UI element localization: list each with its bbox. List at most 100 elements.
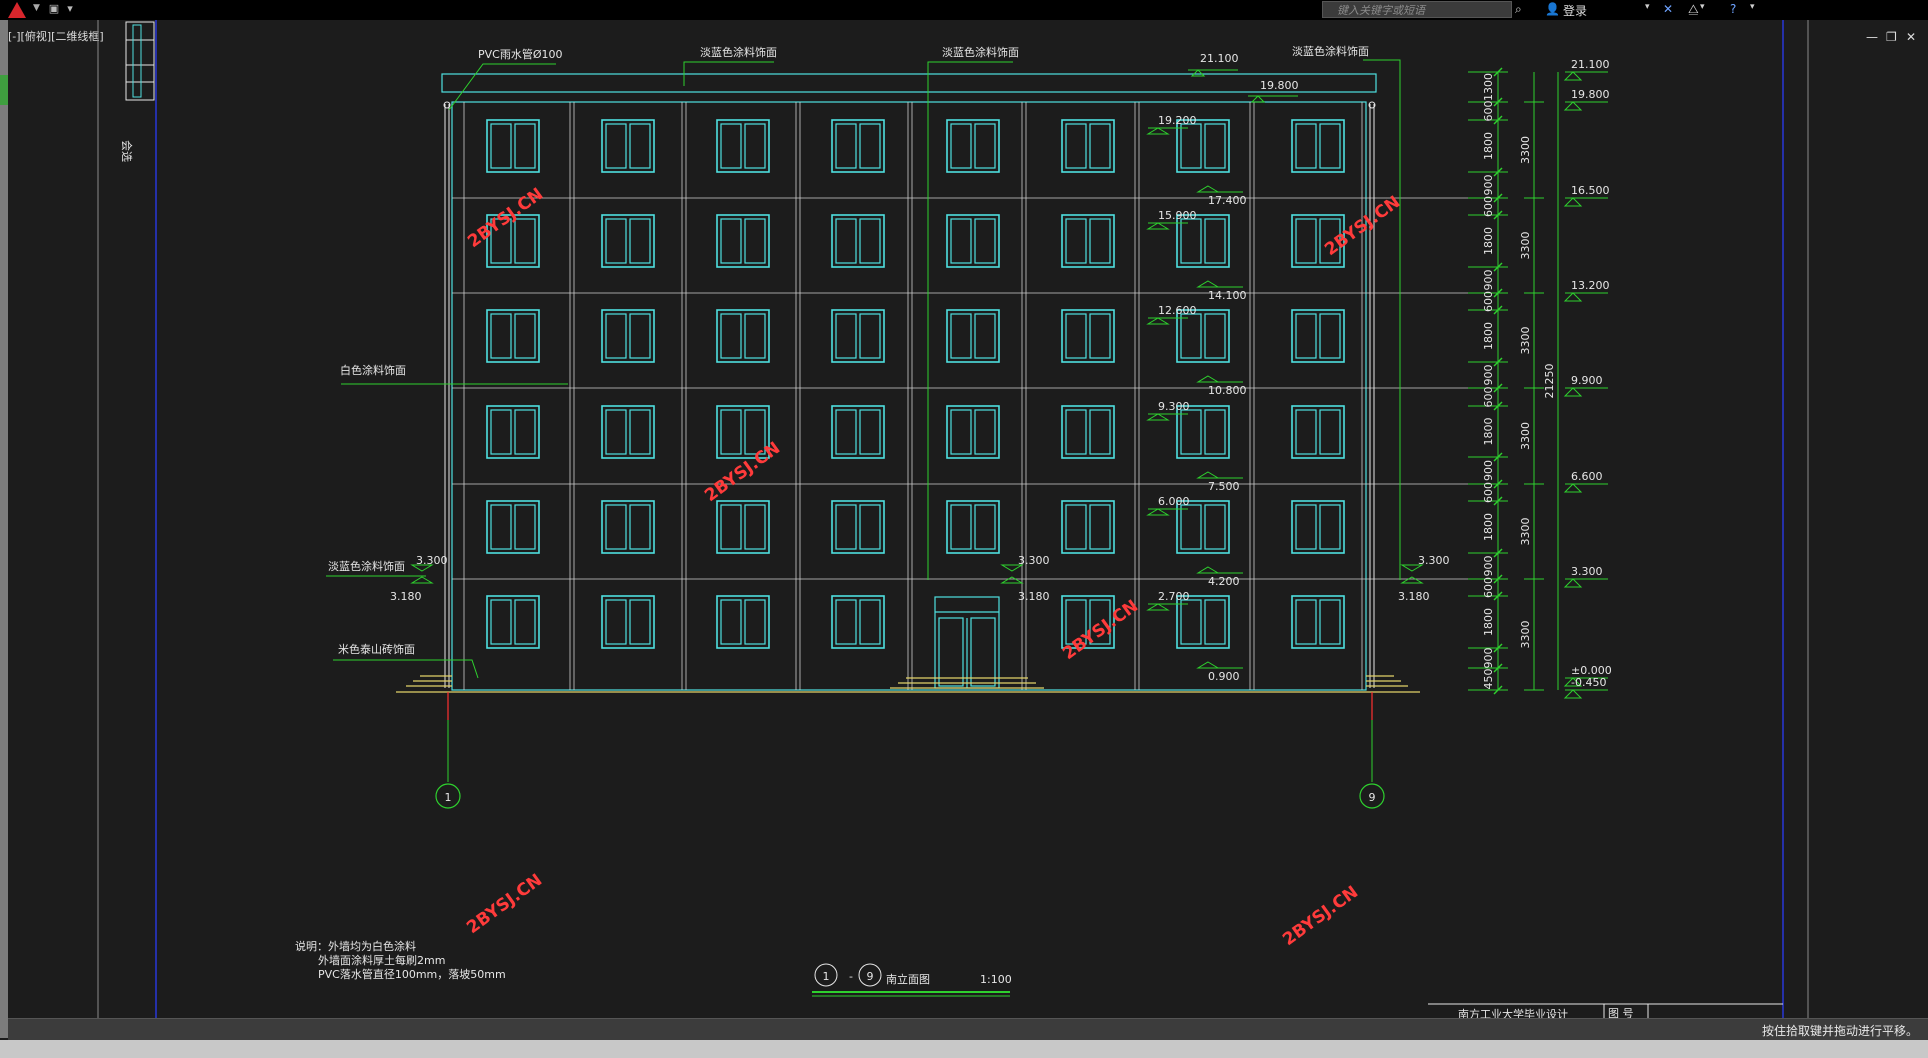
axis-label-1: 1 (445, 791, 452, 804)
window (716, 309, 770, 363)
level-roof: 21.100 (1200, 52, 1239, 65)
dim-tick-slash (1493, 663, 1503, 673)
viewport-controls[interactable]: [-][俯视][二维线框] (8, 30, 104, 43)
window (486, 119, 540, 173)
status-bar: 按住拾取键并拖动进行平移。 (8, 1018, 1928, 1041)
exchange-icon[interactable]: ✕ (1663, 2, 1674, 16)
app-menu-arrow-icon[interactable]: ▼ (33, 3, 40, 13)
dim-tick-slash (1493, 288, 1503, 298)
status-message: 按住拾取键并拖动进行平移。 (1761, 1024, 1918, 1038)
save-icon[interactable]: ▣ (48, 2, 60, 15)
minimize-icon[interactable]: — (1866, 30, 1878, 44)
window (1061, 119, 1115, 173)
rain-pipes (443, 101, 1376, 688)
level-marker (1146, 317, 1170, 325)
window (601, 119, 655, 173)
floor-lines (452, 102, 1483, 690)
page-title: 南立面图 (886, 972, 930, 986)
window (716, 119, 770, 173)
window (601, 309, 655, 363)
dock-tab[interactable] (0, 75, 8, 105)
dim-value: 3300 (1519, 136, 1532, 164)
level-label: 9.300 (1158, 400, 1190, 413)
window (831, 214, 885, 268)
window (1291, 214, 1345, 268)
note-line-1: 说明：外墙均为白色涂料 (295, 939, 416, 953)
level-marker (1196, 185, 1220, 193)
watermark: 2BYSJ.CN (1279, 882, 1362, 950)
level-marker (1146, 127, 1170, 135)
window (1176, 405, 1230, 459)
dim-tick-slash (1493, 97, 1503, 107)
title-block-cell: 图 号 (1608, 1007, 1634, 1018)
dim-value: 900 (1482, 460, 1495, 481)
login-dropdown-icon[interactable]: ▾ (1645, 2, 1650, 12)
drawing-title: 1 - 9 南立面图 1:100 (812, 963, 1012, 997)
dim-tick-slash (1493, 262, 1503, 272)
level-label: 2.700 (1158, 590, 1190, 603)
dim-tick-slash (1493, 210, 1503, 220)
window (1291, 309, 1345, 363)
window (716, 595, 770, 649)
watermark: 2BYSJ.CN (701, 438, 784, 506)
help-dropdown-icon[interactable]: ▾ (1750, 2, 1755, 12)
watermark: 2BYSJ.CN (1059, 596, 1142, 664)
level-marker (1563, 101, 1583, 111)
level-marker (1563, 689, 1583, 699)
title-dash: - (849, 970, 853, 983)
window (601, 500, 655, 554)
level-marker (1146, 508, 1170, 516)
level-mid-3300: 3.300 (1018, 554, 1050, 567)
label-white-paint: 白色涂料饰面 (340, 363, 406, 377)
side-label: 会选 (120, 140, 133, 162)
level-right-3300: 3.300 (1418, 554, 1450, 567)
level-label: 7.500 (1208, 480, 1240, 493)
dim-value: 1800 (1482, 227, 1495, 255)
window (1061, 500, 1115, 554)
restore-icon[interactable]: ❐ (1886, 30, 1897, 44)
level-label: 9.900 (1571, 374, 1603, 387)
user-icon[interactable]: 👤 (1545, 2, 1560, 16)
level-label: ±0.000 (1571, 664, 1612, 677)
app-logo-icon[interactable] (8, 2, 26, 18)
close-icon[interactable]: ✕ (1906, 30, 1917, 44)
level-marker (1196, 566, 1220, 574)
level-label: 6.600 (1571, 470, 1603, 483)
level-marker (1563, 292, 1583, 302)
search-binoculars-icon[interactable]: ⌕ (1515, 2, 1522, 16)
quick-access-dropdown-icon[interactable]: ▾ (67, 2, 73, 15)
dim-tick-slash (1493, 383, 1503, 393)
level-label: 10.800 (1208, 384, 1247, 397)
label-light-blue-left: 淡蓝色涂料饰面 (328, 559, 405, 573)
dimension-chain: 1300600180090060018009006001800900600180… (1468, 58, 1612, 699)
window (831, 595, 885, 649)
title-block-text: 南方工业大学毕业设计 (1458, 1007, 1568, 1018)
level-right-3180: 3.180 (1398, 590, 1430, 603)
dim-value: 450 (1482, 669, 1495, 690)
level-label: 19.800 (1571, 88, 1610, 101)
window (1176, 500, 1230, 554)
help-icon[interactable]: ? (1730, 2, 1737, 16)
level-label: 12.600 (1158, 304, 1197, 317)
level-label: 19.200 (1158, 114, 1197, 127)
dim-tick-slash (1493, 479, 1503, 489)
watermark: 2BYSJ.CN (463, 870, 546, 938)
a360-dropdown-icon[interactable]: ▾ (1700, 2, 1705, 12)
window (1176, 595, 1230, 649)
login-button[interactable]: 登录 (1563, 4, 1588, 18)
dim-tick-slash (1493, 167, 1503, 177)
dim-tick-slash (1493, 305, 1503, 315)
a360-icon[interactable]: ⧋ (1688, 2, 1699, 16)
dim-value: 600 (1482, 291, 1495, 312)
dim-tick-slash (1493, 574, 1503, 584)
dim-value: 1800 (1482, 513, 1495, 541)
window (1176, 119, 1230, 173)
drawing-scale: 1:100 (980, 973, 1012, 986)
search-input[interactable]: 键入关键字或短语 (1322, 1, 1512, 18)
dim-value: 1800 (1482, 322, 1495, 350)
dim-tick-slash (1493, 452, 1503, 462)
drawing-canvas[interactable]: 会选 1 9 (8, 20, 1928, 1018)
window (946, 214, 1000, 268)
window (486, 214, 540, 268)
window (601, 405, 655, 459)
